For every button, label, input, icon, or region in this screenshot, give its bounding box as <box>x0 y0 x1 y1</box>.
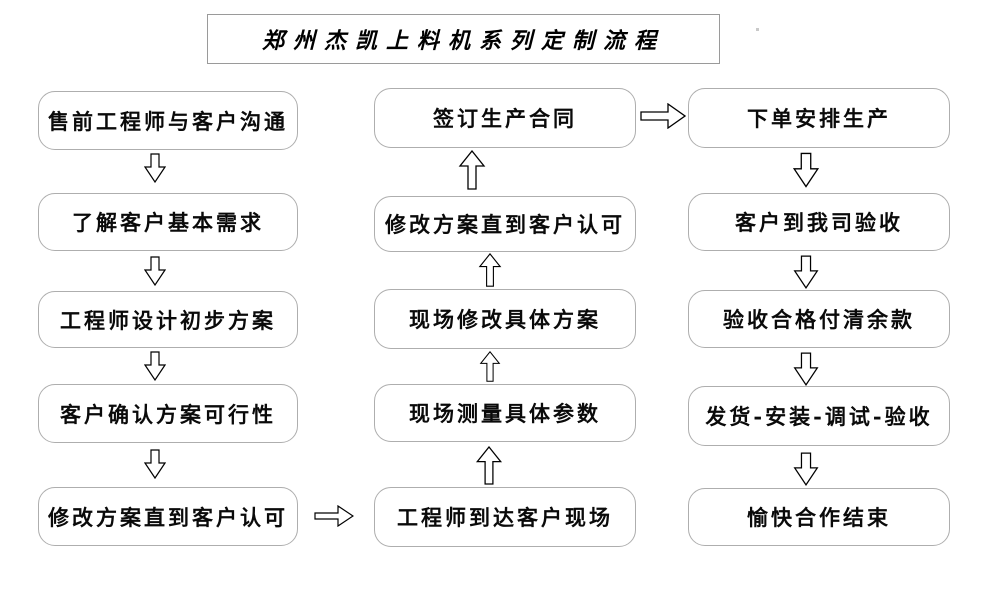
flow-node-label: 签订生产合同 <box>433 106 577 131</box>
flow-node-label: 现场测量具体参数 <box>409 401 601 426</box>
flow-node-left-3: 工程师设计初步方案 <box>38 291 298 348</box>
down-arrow-icon <box>793 152 819 188</box>
flowchart-title: 郑州杰凯上料机系列定制流程 <box>207 14 720 64</box>
flow-node-label: 下单安排生产 <box>747 106 891 131</box>
stray-dot <box>756 28 759 31</box>
down-arrow-icon <box>144 256 166 286</box>
flow-node-right-3: 验收合格付清余款 <box>688 290 950 348</box>
down-arrow-icon <box>144 351 166 381</box>
flow-node-label: 售前工程师与客户沟通 <box>48 108 288 134</box>
flow-node-left-2: 了解客户基本需求 <box>38 193 298 251</box>
flow-node-label: 客户确认方案可行性 <box>60 401 276 427</box>
flow-node-left-1: 售前工程师与客户沟通 <box>38 91 298 150</box>
up-arrow-icon <box>475 446 503 485</box>
down-arrow-icon <box>793 255 819 289</box>
flow-node-label: 了解客户基本需求 <box>72 210 264 235</box>
flow-node-right-2: 客户到我司验收 <box>688 193 950 251</box>
flow-node-middle-1: 签订生产合同 <box>374 88 636 148</box>
up-arrow-icon <box>477 253 503 287</box>
flow-node-middle-2: 修改方案直到客户认可 <box>374 196 636 252</box>
down-arrow-icon <box>144 448 166 480</box>
flow-node-label: 工程师设计初步方案 <box>60 307 276 333</box>
flow-node-label: 客户到我司验收 <box>735 210 903 235</box>
flow-node-label: 愉快合作结束 <box>747 505 891 530</box>
down-arrow-icon <box>144 153 166 183</box>
up-arrow-icon <box>458 150 486 190</box>
flow-node-label: 修改方案直到客户认可 <box>385 212 625 237</box>
right-arrow-icon <box>640 103 686 129</box>
flow-node-middle-5: 工程师到达客户现场 <box>374 487 636 547</box>
flow-node-label: 现场修改具体方案 <box>409 307 601 332</box>
flow-node-right-5: 愉快合作结束 <box>688 488 950 546</box>
up-arrow-icon <box>477 351 503 382</box>
flow-node-middle-3: 现场修改具体方案 <box>374 289 636 349</box>
down-arrow-icon <box>793 452 819 486</box>
flow-node-middle-4: 现场测量具体参数 <box>374 384 636 442</box>
down-arrow-icon <box>793 352 819 386</box>
flow-node-label: 工程师到达客户现场 <box>397 505 613 530</box>
flow-node-right-4: 发货-安装-调试-验收 <box>688 386 950 446</box>
right-arrow-icon <box>314 505 354 527</box>
flow-node-left-4: 客户确认方案可行性 <box>38 384 298 443</box>
flow-node-right-1: 下单安排生产 <box>688 88 950 148</box>
flow-node-label: 发货-安装-调试-验收 <box>705 404 933 429</box>
flow-node-left-5: 修改方案直到客户认可 <box>38 487 298 546</box>
flowchart-title-label: 郑州杰凯上料机系列定制流程 <box>261 28 665 54</box>
flow-node-label: 验收合格付清余款 <box>723 307 915 332</box>
flow-node-label: 修改方案直到客户认可 <box>48 504 288 530</box>
